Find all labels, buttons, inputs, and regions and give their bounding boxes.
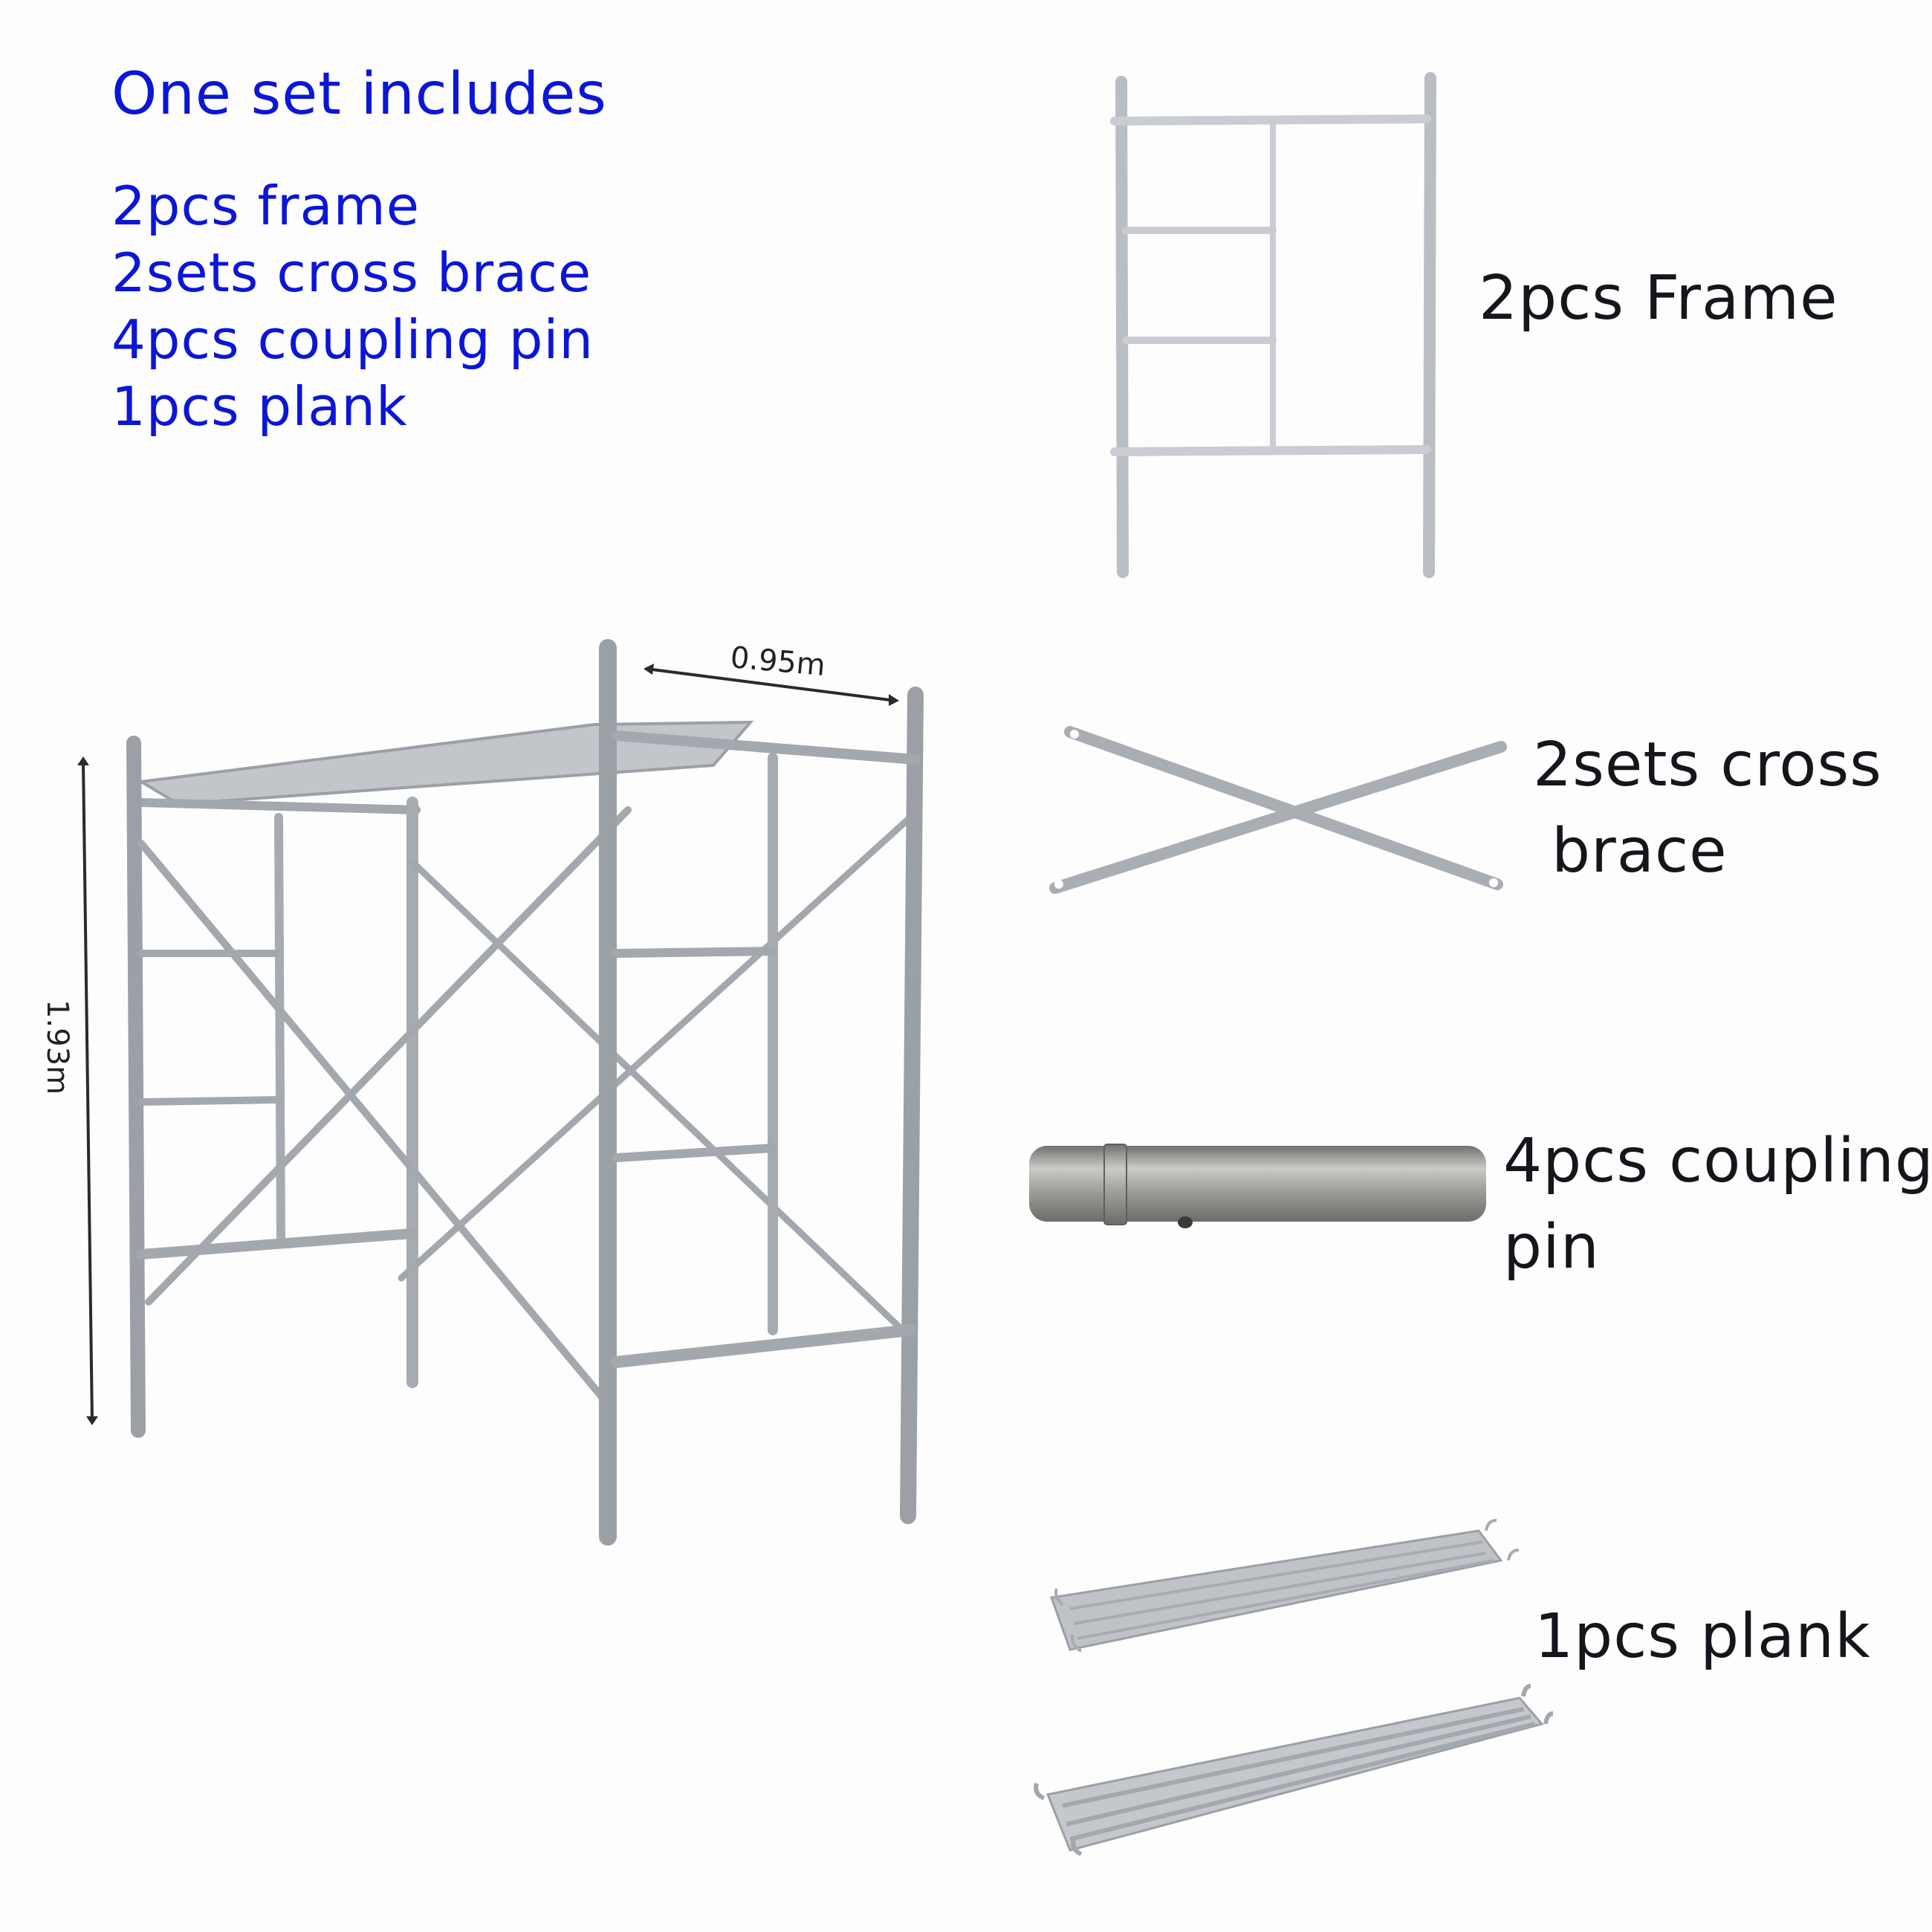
plank-label: 1pcs plank xyxy=(1534,1601,1871,1672)
coupling-pin-label-line1: 4pcs coupling xyxy=(1503,1126,1932,1196)
cross-brace-label-line1: 2sets cross xyxy=(1533,730,1882,800)
cross-brace-label: 2sets cross brace xyxy=(1533,722,1882,895)
set-summary-title: One set includes xyxy=(111,61,607,128)
summary-item-coupling-pin: 4pcs coupling pin xyxy=(111,308,594,371)
coupling-pin-label: 4pcs coupling pin xyxy=(1503,1118,1932,1291)
set-summary-list: 2pcs frame 2sets cross brace 4pcs coupli… xyxy=(111,172,594,440)
summary-item-plank: 1pcs plank xyxy=(111,375,408,438)
frame-label: 2pcs Frame xyxy=(1479,263,1838,334)
summary-item-cross-brace: 2sets cross brace xyxy=(111,242,592,304)
cross-brace-label-line2: brace xyxy=(1552,816,1728,886)
summary-item-frame: 2pcs frame xyxy=(111,175,420,237)
coupling-pin-label-line2: pin xyxy=(1503,1212,1600,1283)
